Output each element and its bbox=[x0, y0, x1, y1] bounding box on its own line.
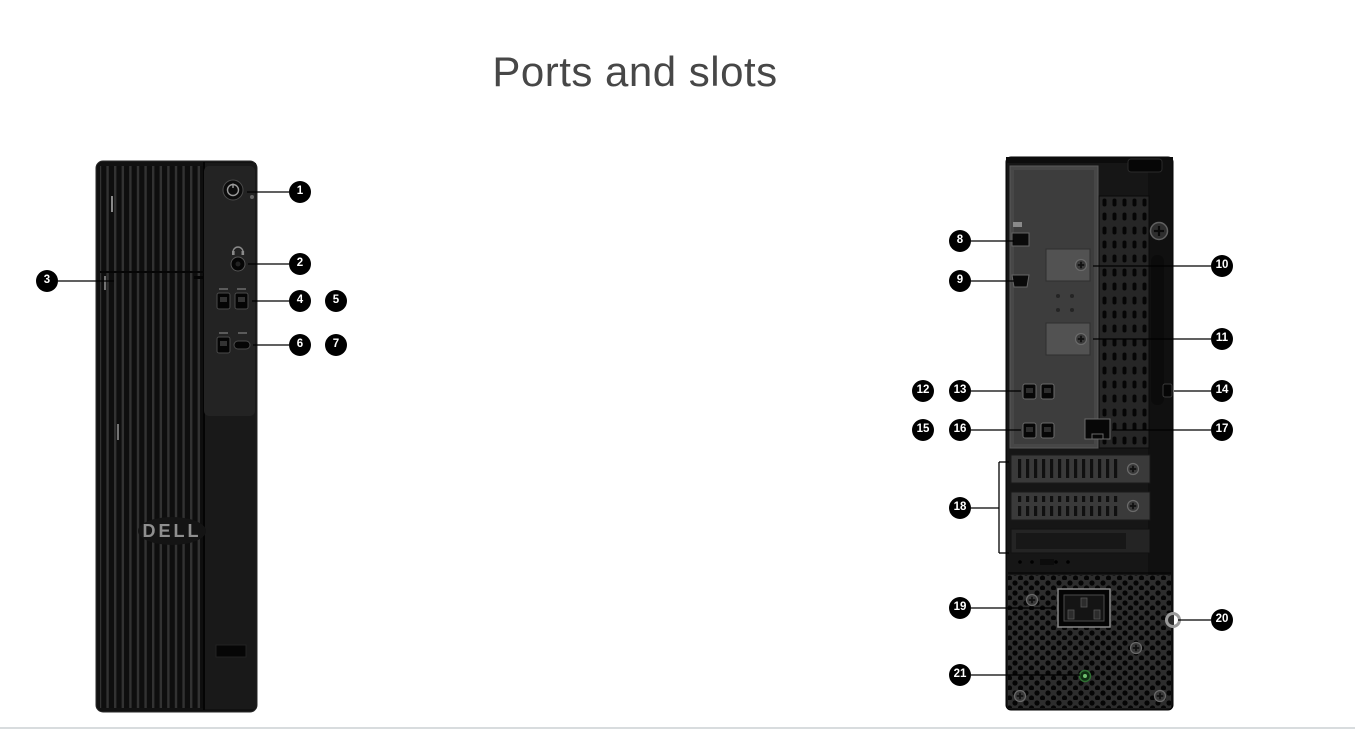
security-cable-slot bbox=[1162, 383, 1173, 398]
dell-logo: DELL bbox=[138, 517, 206, 545]
rear-cover-groove bbox=[1151, 255, 1164, 405]
expansion-slots bbox=[1010, 454, 1151, 554]
rear-vent-grille bbox=[1098, 195, 1150, 449]
thumbscrew-top bbox=[1149, 221, 1169, 241]
front-vents bbox=[100, 166, 204, 708]
svg-text:DELL: DELL bbox=[143, 521, 202, 541]
front-tower-illustration: DELL bbox=[95, 160, 258, 713]
rear-panel-illustration bbox=[1005, 156, 1181, 711]
network-port bbox=[1084, 418, 1111, 440]
rear-release-latch bbox=[1127, 158, 1163, 173]
psu-diagnostic-led bbox=[1078, 669, 1092, 683]
padlock-ring bbox=[1165, 612, 1181, 628]
rear-usb-ports-row1 bbox=[1022, 383, 1055, 400]
page-title: Ports and slots bbox=[492, 48, 778, 96]
front-usb-ports-row1 bbox=[216, 288, 249, 310]
power-connector bbox=[1057, 588, 1111, 628]
footer-divider bbox=[0, 727, 1355, 729]
displayport bbox=[1011, 222, 1030, 247]
headset-jack bbox=[230, 246, 246, 272]
front-port-panel bbox=[204, 166, 255, 416]
optional-port-1 bbox=[1045, 248, 1091, 282]
front-label-plate bbox=[215, 644, 247, 658]
optional-port-2 bbox=[1045, 322, 1091, 356]
front-usb-ports-row2 bbox=[216, 332, 251, 354]
front-usb-c-port bbox=[233, 340, 251, 350]
hdmi-port bbox=[1011, 274, 1030, 288]
rear-usb-ports-row2 bbox=[1022, 422, 1055, 439]
power-button bbox=[222, 179, 254, 201]
